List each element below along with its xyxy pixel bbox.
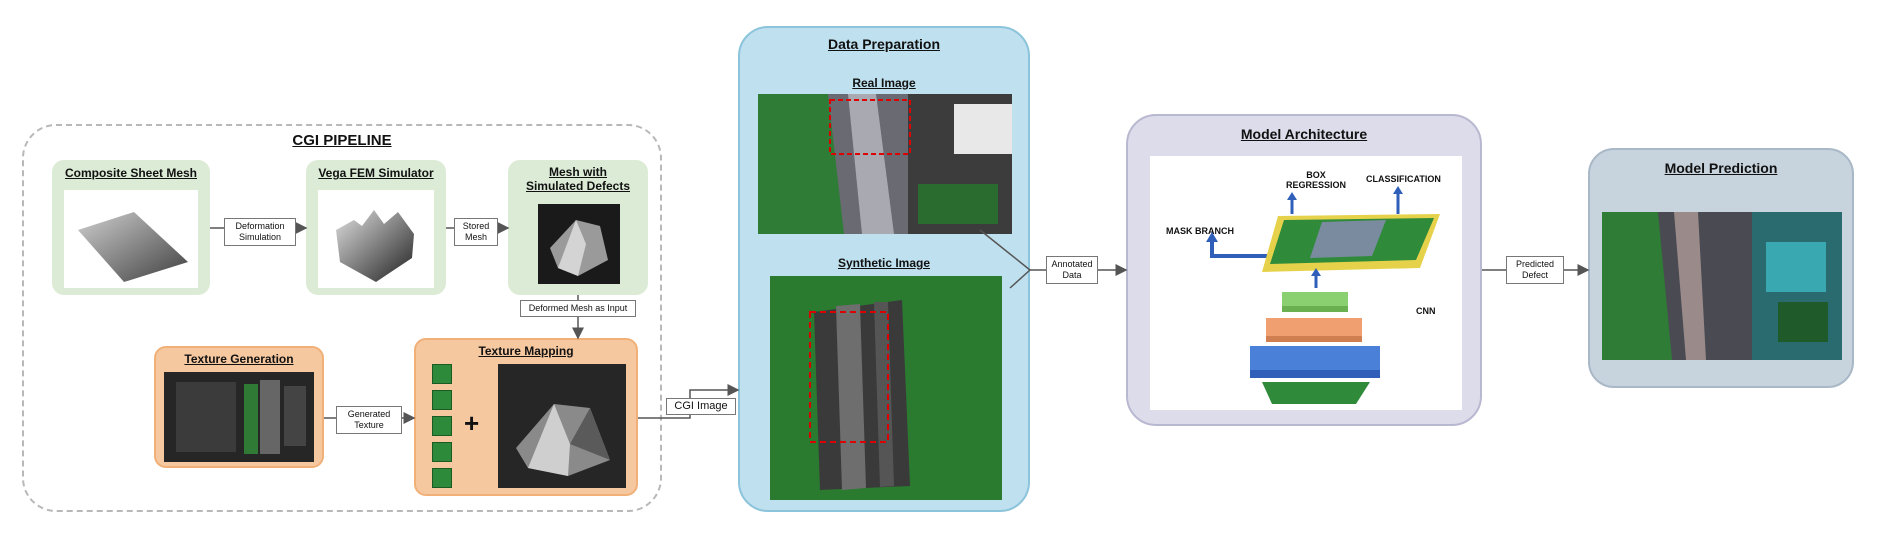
composite-sheet-mesh-node: Composite Sheet Mesh [52, 160, 210, 295]
texture-tile [432, 442, 452, 462]
model-prediction-title: Model Prediction [1664, 160, 1778, 176]
prediction-image [1602, 212, 1842, 360]
composite-sheet-mesh-title: Composite Sheet Mesh [64, 166, 198, 180]
mesh-with-defects-node: Mesh with Simulated Defects [508, 160, 648, 295]
texture-tile [432, 416, 452, 436]
real-image-title: Real Image [852, 76, 916, 90]
cgi-pipeline-container [22, 124, 662, 512]
data-preparation-title: Data Preparation [827, 36, 941, 52]
texture-mapping-node: Texture Mapping + [414, 338, 638, 496]
data-preparation-container: Data Preparation Real Image Synthetic Im… [738, 26, 1030, 512]
edge-label-deformed-mesh: Deformed Mesh as Input [520, 300, 636, 317]
composite-sheet-mesh-image [64, 190, 198, 288]
model-architecture-title: Model Architecture [1240, 126, 1368, 142]
edge-label-predicted-defect: Predicted Defect [1506, 256, 1564, 284]
box-regression-label: BOX REGRESSION [1285, 170, 1346, 190]
architecture-diagram-panel: BOX REGRESSION CLASSIFICATION MASK BRANC… [1150, 156, 1462, 410]
model-architecture-container: Model Architecture BOX REGRESSION CLASSI… [1126, 114, 1482, 426]
synthetic-image-title: Synthetic Image [837, 256, 931, 270]
synthetic-image [770, 276, 1002, 500]
texture-tile [432, 364, 452, 384]
edge-label-deformation-simulation: Deformation Simulation [224, 218, 296, 246]
mesh-defects-image [538, 204, 620, 284]
texture-generation-title: Texture Generation [184, 352, 294, 366]
texture-tile [432, 390, 452, 410]
edge-label-generated-texture: Generated Texture [336, 406, 402, 434]
vega-fem-simulator-title: Vega FEM Simulator [318, 166, 434, 180]
texture-mapping-image [498, 364, 626, 488]
mesh-with-defects-title: Mesh with Simulated Defects [525, 165, 631, 193]
mask-branch-label: MASK BRANCH [1166, 226, 1234, 236]
edge-label-annotated-data: Annotated Data [1046, 256, 1098, 284]
texture-tile [432, 468, 452, 488]
edge-label-stored-mesh: Stored Mesh [454, 218, 498, 246]
texture-tiles [432, 364, 454, 490]
simulator-image [318, 190, 434, 288]
network-layers-graphic [1206, 186, 1440, 404]
texture-generation-node: Texture Generation [154, 346, 324, 468]
vega-fem-simulator-node: Vega FEM Simulator [306, 160, 446, 295]
texture-generation-image [164, 372, 314, 462]
plus-sign: + [464, 408, 480, 438]
edge-label-cgi-image: CGI Image [666, 398, 736, 415]
model-prediction-container: Model Prediction [1588, 148, 1854, 388]
cgi-pipeline-title: CGI PIPELINE [292, 132, 392, 149]
real-image [758, 94, 1012, 234]
classification-label: CLASSIFICATION [1366, 174, 1441, 184]
texture-mapping-title: Texture Mapping [478, 344, 574, 358]
cnn-label: CNN [1416, 306, 1436, 316]
